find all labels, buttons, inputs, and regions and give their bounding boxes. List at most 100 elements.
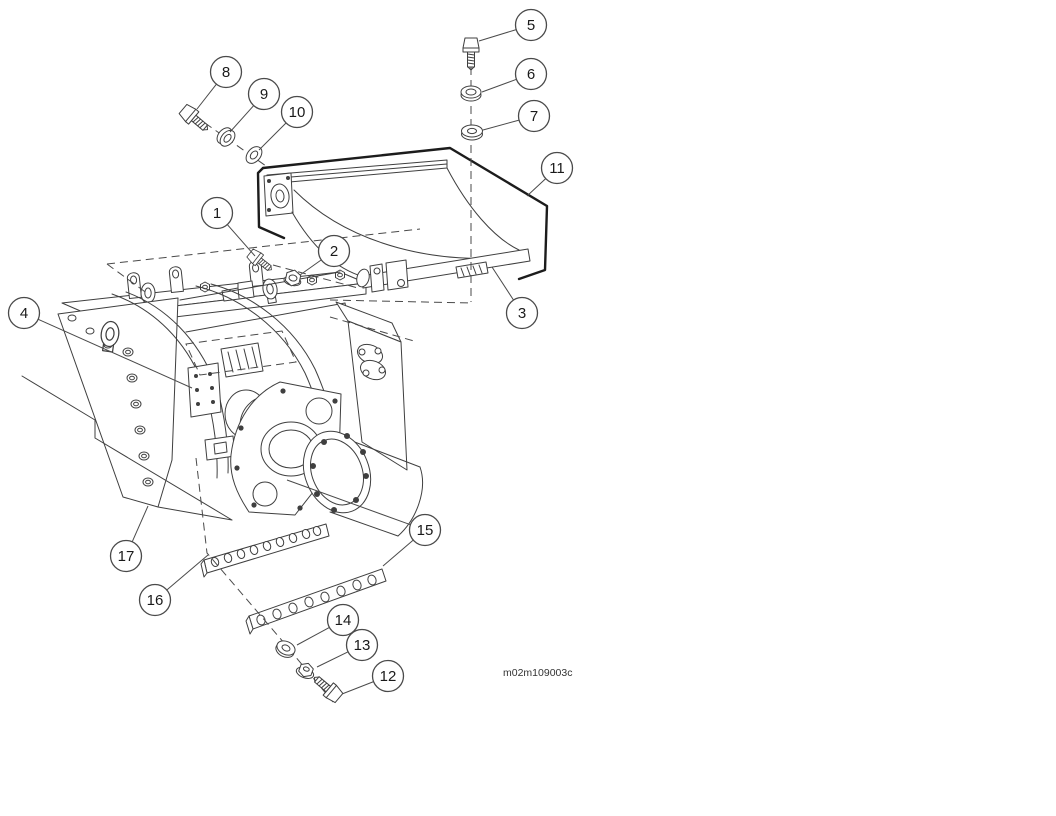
callout-12: 12 <box>341 659 405 695</box>
bolt-12 <box>308 670 345 705</box>
callout-bubble-16 <box>138 583 172 617</box>
callout-2: 2 <box>299 234 351 276</box>
mount-tab <box>455 261 489 279</box>
callout-leader-1 <box>226 224 256 257</box>
callout-bubble-6 <box>514 57 548 91</box>
callout-14: 14 <box>296 603 360 646</box>
lower-flap <box>21 375 233 521</box>
callout-9: 9 <box>229 77 281 133</box>
callout-leader-11 <box>526 178 547 197</box>
callout-4: 4 <box>7 296 193 389</box>
callout-number-13: 13 <box>354 637 371 654</box>
callout-leader-15 <box>286 479 411 526</box>
flat-washer-7 <box>461 124 483 141</box>
washer-14 <box>275 640 296 658</box>
plate-bolt-holes <box>122 347 154 487</box>
callout-leader-13 <box>316 651 349 668</box>
rail-bracket <box>126 271 142 300</box>
callout-number-1: 1 <box>213 205 221 222</box>
callout-number-4: 4 <box>20 305 28 322</box>
callout-bubble-10 <box>280 95 314 129</box>
callout-number-3: 3 <box>518 305 526 322</box>
callout-1: 1 <box>200 196 256 257</box>
callout-number-2: 2 <box>330 243 338 260</box>
callout-bubble-12 <box>371 659 405 693</box>
callout-bubble-8 <box>209 55 243 89</box>
lock-washer-6 <box>460 85 482 102</box>
callout-number-11: 11 <box>549 160 565 177</box>
shield-sheet-edge <box>446 167 520 251</box>
callout-8: 8 <box>196 55 243 110</box>
callout-7: 7 <box>482 99 551 133</box>
callout-bubble-5 <box>514 8 548 42</box>
callout-17: 17 <box>109 505 149 573</box>
nut-2 <box>283 269 302 287</box>
callout-number-14: 14 <box>335 612 352 629</box>
callout-leader-3 <box>491 266 514 301</box>
rail-bracket <box>168 265 184 294</box>
rail-bolt-head <box>200 281 210 293</box>
callout-leader-12 <box>341 681 374 695</box>
callout-number-12: 12 <box>380 668 397 685</box>
clevis-bracket <box>356 343 387 381</box>
callout-13: 13 <box>316 628 379 668</box>
callout-number-7: 7 <box>530 108 538 125</box>
hardware <box>177 37 483 705</box>
gearbox-housing-assembly <box>21 259 424 537</box>
callout-number-9: 9 <box>260 86 268 103</box>
callout-leader-15 <box>382 539 414 567</box>
wear-strip-15 <box>245 568 387 635</box>
shield-cover-assembly <box>256 146 549 293</box>
mount-bracket <box>187 342 264 461</box>
bolt-8 <box>177 102 214 137</box>
drawing-reference-code: m02m109003c <box>503 667 572 679</box>
callout-bubble-15 <box>408 513 442 547</box>
washer-9 <box>216 127 236 147</box>
callout-leader-14 <box>296 626 330 646</box>
bolt-5 <box>462 37 480 71</box>
callout-leader-9 <box>229 105 255 133</box>
callout-bubble-2 <box>317 234 351 268</box>
callout-number-10: 10 <box>289 104 306 121</box>
callout-leader-10 <box>258 122 287 151</box>
callout-leader-5 <box>478 29 517 42</box>
callout-number-17: 17 <box>118 548 135 565</box>
callout-leader-7 <box>482 119 520 131</box>
shield-roller <box>270 183 290 209</box>
callout-10: 10 <box>258 95 314 151</box>
callout-bubble-4 <box>7 296 41 330</box>
callout-leader-2 <box>299 259 322 276</box>
callout-number-15: 15 <box>417 522 434 539</box>
callout-11: 11 <box>526 151 574 197</box>
callout-bubble-7 <box>517 99 551 133</box>
callout-bubble-13 <box>345 628 379 662</box>
callout-leader-16 <box>166 554 209 591</box>
shield-outline-bold <box>256 166 286 240</box>
callout-5: 5 <box>478 8 548 42</box>
callout-16: 16 <box>138 554 209 617</box>
nut-13 <box>295 662 315 679</box>
callout-leader-4 <box>37 318 193 389</box>
callout-bubble-9 <box>247 77 281 111</box>
washer-10 <box>245 146 263 164</box>
callout-leader-6 <box>481 78 517 93</box>
callout-number-16: 16 <box>147 592 164 609</box>
callout-number-8: 8 <box>222 64 230 81</box>
callout-bubble-3 <box>505 296 539 330</box>
callout-6: 6 <box>481 57 548 93</box>
callout-bubble-11 <box>540 151 574 185</box>
wear-strip-16 <box>200 523 330 578</box>
rail-bolt-head <box>335 269 345 281</box>
callout-leader-17 <box>131 505 149 543</box>
hinge-bracket <box>356 259 409 293</box>
callout-bubble-1 <box>200 196 234 230</box>
wear-strips <box>200 523 387 635</box>
callout-3: 3 <box>491 266 539 330</box>
callout-bubble-17 <box>109 539 143 573</box>
callout-leader-8 <box>196 83 217 110</box>
callout-bubble-14 <box>326 603 360 637</box>
shield-outline-bold <box>261 146 549 281</box>
